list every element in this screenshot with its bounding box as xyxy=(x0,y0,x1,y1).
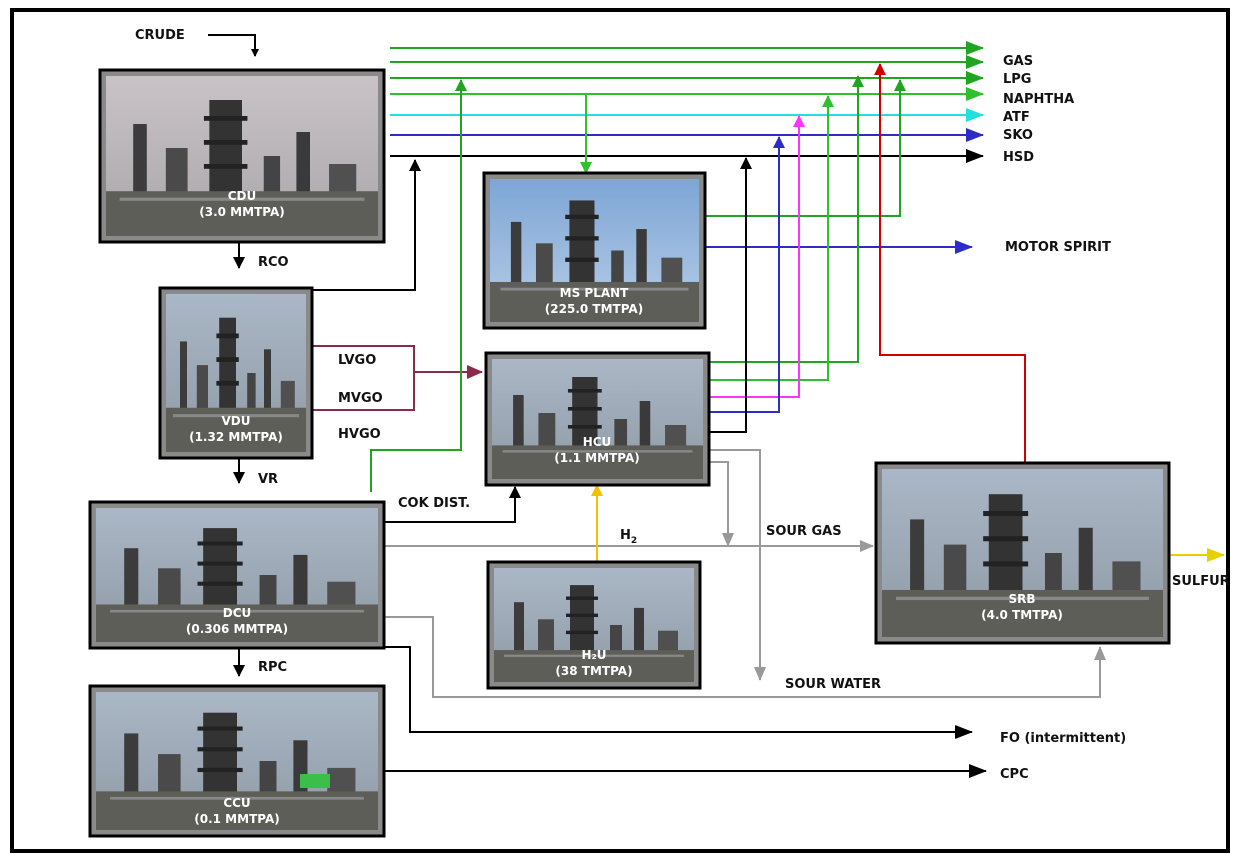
hcu-capacity: (1.1 MMTPA) xyxy=(554,451,639,465)
hcu-to-atf-line xyxy=(709,115,805,398)
h2u-name: H₂U xyxy=(581,648,606,662)
ccu-box: CCU (0.1 MMTPA) xyxy=(88,684,386,838)
hvgo-label: HVGO xyxy=(338,427,381,442)
vgo-lines xyxy=(312,345,483,411)
vdu-box: VDU (1.32 MMTPA) xyxy=(158,286,314,460)
fo-label: FO (intermittent) xyxy=(1000,731,1126,746)
crude-feed-line xyxy=(208,34,259,57)
sour-gas-label: SOUR GAS xyxy=(766,524,842,539)
sulfur-label: SULFUR xyxy=(1172,574,1230,589)
ccu-name: CCU xyxy=(223,796,250,810)
cpc-label: CPC xyxy=(1000,767,1029,782)
vdu-to-hsd-line xyxy=(312,159,421,291)
atf-label: ATF xyxy=(1003,110,1030,125)
sko-label: SKO xyxy=(1003,128,1033,143)
dcu-name: DCU xyxy=(223,606,252,620)
srb-to-gas-line xyxy=(874,63,1026,463)
cdu-name: CDU xyxy=(228,189,257,203)
hsd-label: HSD xyxy=(1003,150,1034,165)
motor-spirit-label: MOTOR SPIRIT xyxy=(1005,240,1111,255)
rpc-label: RPC xyxy=(258,660,287,675)
hcu-name: HCU xyxy=(583,435,612,449)
h2u-box: H₂U (38 TMTPA) xyxy=(486,560,702,690)
product-headers xyxy=(390,41,984,163)
lvgo-label: LVGO xyxy=(338,353,376,368)
srb-capacity: (4.0 TMTPA) xyxy=(981,608,1063,622)
srb-box: SRB (4.0 TMTPA) xyxy=(874,461,1171,645)
dcu-gas-line xyxy=(370,79,467,492)
vr-label: VR xyxy=(258,472,278,487)
vdu-name: VDU xyxy=(222,414,251,428)
gas-label: GAS xyxy=(1003,54,1033,69)
hcu-sour-gas-line xyxy=(709,461,734,547)
hcu-sour-water-line xyxy=(709,449,766,681)
ms-to-lpg-line xyxy=(705,79,906,217)
naphtha-label: NAPHTHA xyxy=(1003,92,1074,107)
sour-water-line xyxy=(383,616,1106,698)
vdu-capacity: (1.32 MMTPA) xyxy=(189,430,283,444)
ms-plant-box: MS PLANT (225.0 TMTPA) xyxy=(482,171,707,330)
ms-plant-capacity: (225.0 TMTPA) xyxy=(545,302,643,316)
hcu-to-sko-line xyxy=(709,136,785,413)
hcu-to-naphtha-line xyxy=(709,95,834,381)
hcu-to-gas-line xyxy=(709,75,864,363)
sour-water-label: SOUR WATER xyxy=(785,677,881,692)
fo-line xyxy=(383,646,973,739)
ccu-capacity: (0.1 MMTPA) xyxy=(194,812,279,826)
hcu-to-hsd-line xyxy=(709,157,752,433)
dcu-box: DCU (0.306 MMTPA) xyxy=(88,500,386,650)
lpg-label: LPG xyxy=(1003,72,1031,87)
srb-name: SRB xyxy=(1008,592,1035,606)
rco-label: RCO xyxy=(258,255,289,270)
mvgo-label: MVGO xyxy=(338,391,383,406)
cdu-capacity: (3.0 MMTPA) xyxy=(199,205,284,219)
cdu-box: CDU (3.0 MMTPA) xyxy=(98,68,386,244)
hcu-box: HCU (1.1 MMTPA) xyxy=(484,351,711,487)
h2-label: H2 xyxy=(620,528,637,546)
dcu-capacity: (0.306 MMTPA) xyxy=(186,622,288,636)
cok-dist-label: COK DIST. xyxy=(398,496,470,511)
cok-dist-line xyxy=(383,486,521,523)
crude-label: CRUDE xyxy=(135,28,185,43)
h2u-capacity: (38 TMTPA) xyxy=(555,664,632,678)
ms-plant-name: MS PLANT xyxy=(560,286,630,300)
